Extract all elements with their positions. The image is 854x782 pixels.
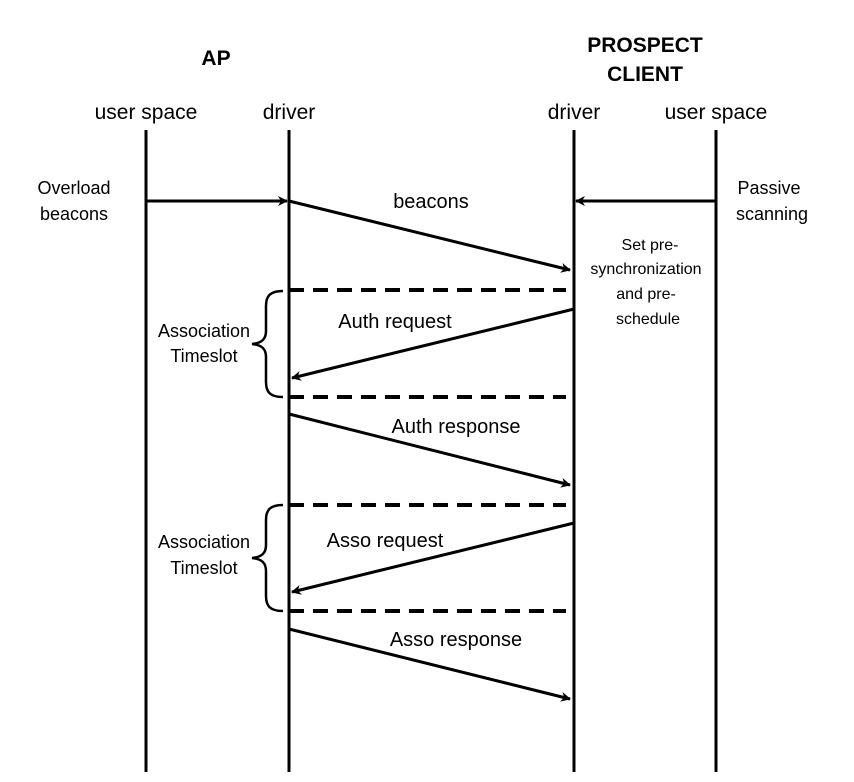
asso-response-message-label: Asso response	[390, 629, 522, 651]
ap-driver-label: driver	[263, 101, 316, 124]
prospect-client-header-line1: PROSPECT	[587, 34, 703, 57]
asso-response-arrow	[288, 627, 571, 702]
beacons-arrow	[288, 199, 571, 273]
auth-response-arrow	[288, 412, 571, 488]
timeslot-2-brace	[251, 503, 284, 613]
auth-request-message-label: Auth request	[338, 311, 452, 333]
timeslot-1-label-line1: Association	[158, 321, 250, 341]
client-driver-label: driver	[548, 101, 601, 124]
asso-request-arrow	[291, 521, 575, 595]
timeslot-1-label-line2: Timeslot	[170, 346, 237, 366]
timeslot-2-label-line2: Timeslot	[170, 558, 237, 578]
overload-beacons-label-line1: Overload	[37, 178, 110, 198]
client-user-space-label: user space	[665, 101, 768, 124]
auth-request-arrow	[291, 307, 575, 381]
beacons-message-label: beacons	[393, 191, 469, 213]
passive-scanning-label-line2: scanning	[736, 204, 808, 224]
passive-scanning-label-line1: Passive	[737, 178, 800, 198]
timeslot-1-brace	[251, 289, 284, 399]
overload-beacons-label-line2: beacons	[40, 204, 108, 224]
note-line-2: synchronization	[590, 261, 701, 278]
ap-user-space-label: user space	[95, 101, 198, 124]
note-line-4: schedule	[616, 311, 680, 328]
auth-response-message-label: Auth response	[392, 416, 521, 438]
note-line-3: and pre-	[616, 286, 676, 303]
asso-request-message-label: Asso request	[327, 530, 444, 552]
prospect-client-header-line2: CLIENT	[607, 63, 683, 86]
note-line-1: Set pre-	[622, 237, 679, 254]
timeslot-2-label-line1: Association	[158, 532, 250, 552]
ap-header: AP	[201, 47, 230, 70]
